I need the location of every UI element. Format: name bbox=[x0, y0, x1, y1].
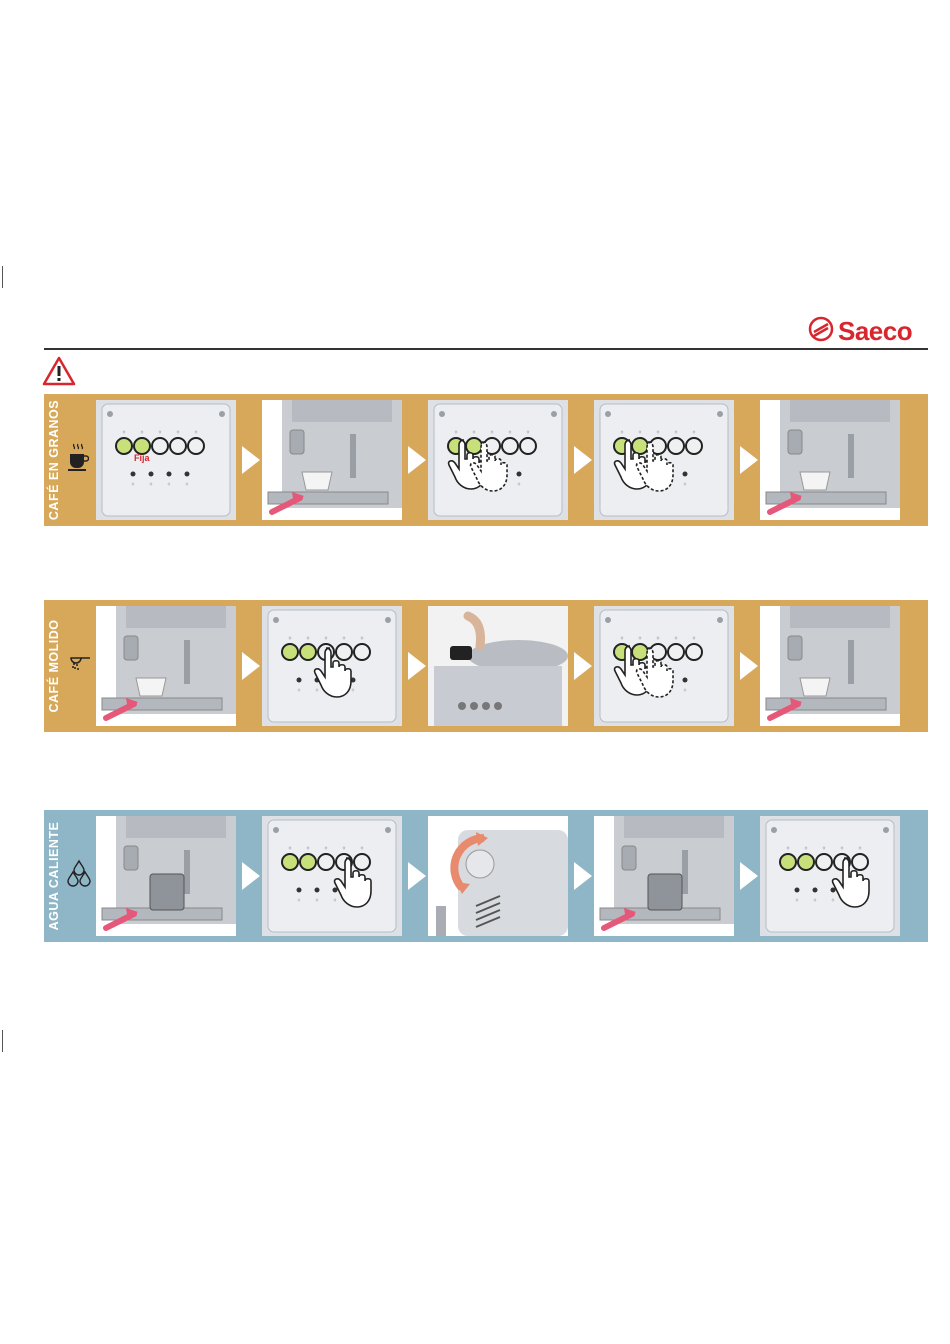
svg-text:◦: ◦ bbox=[176, 428, 181, 437]
warning-triangle-icon bbox=[42, 356, 76, 391]
section-cafe-en-granos: CAFÉ EN GRANOS Fija ◦ ◦ ◦ ◦ ◦ ◦ ◦ ◦ ◦ ◦ ◦ ◦ ◦ ◦ ◦ ◦ ◦ ◦ ◦… bbox=[44, 394, 928, 526]
step-arrow-icon bbox=[740, 652, 758, 680]
step-machine bbox=[760, 400, 900, 520]
step-panel: ◦◦◦◦◦◦◦◦◦ bbox=[262, 606, 402, 726]
step-panel: ◦◦◦◦◦◦◦◦◦ bbox=[594, 400, 734, 520]
svg-text:◦: ◦ bbox=[306, 634, 311, 643]
svg-text:◦: ◦ bbox=[822, 844, 827, 853]
step-arrow-icon bbox=[574, 652, 592, 680]
svg-text:◦: ◦ bbox=[620, 428, 625, 437]
step-panel: ◦◦◦◦◦◦◦◦◦ bbox=[428, 400, 568, 520]
step-arrow-icon bbox=[242, 652, 260, 680]
step-panel: ◦◦◦◦◦◦◦◦◦ bbox=[262, 816, 402, 936]
svg-text:◦: ◦ bbox=[683, 480, 688, 489]
svg-text:◦: ◦ bbox=[858, 844, 863, 853]
saeco-logo-icon bbox=[808, 316, 834, 342]
step-arrow-icon bbox=[740, 446, 758, 474]
step-panel: ◦◦◦◦◦◦◦◦◦ bbox=[594, 606, 734, 726]
svg-text:◦: ◦ bbox=[656, 428, 661, 437]
svg-text:◦: ◦ bbox=[167, 480, 172, 489]
svg-text:◦: ◦ bbox=[813, 896, 818, 905]
svg-text:◦: ◦ bbox=[638, 428, 643, 437]
svg-text:◦: ◦ bbox=[342, 634, 347, 643]
svg-text:◦: ◦ bbox=[158, 428, 163, 437]
svg-text:◦: ◦ bbox=[490, 428, 495, 437]
svg-text:◦: ◦ bbox=[140, 428, 145, 437]
step-machine bbox=[760, 606, 900, 726]
step-machine bbox=[262, 400, 402, 520]
ground-coffee-scoop-icon bbox=[64, 600, 92, 732]
svg-text:◦: ◦ bbox=[333, 896, 338, 905]
svg-text:◦: ◦ bbox=[351, 686, 356, 695]
svg-text:◦: ◦ bbox=[194, 428, 199, 437]
crop-mark bbox=[2, 1030, 3, 1052]
step-photo-add-ground bbox=[428, 606, 568, 726]
step-arrow-icon bbox=[740, 862, 758, 890]
svg-text:◦: ◦ bbox=[517, 480, 522, 489]
coffee-cup-icon bbox=[64, 394, 92, 526]
step-arrow-icon bbox=[408, 446, 426, 474]
svg-text:◦: ◦ bbox=[840, 844, 845, 853]
section-label: CAFÉ EN GRANOS bbox=[44, 394, 64, 526]
brand-logo: Saeco bbox=[808, 314, 928, 348]
svg-text:◦: ◦ bbox=[342, 844, 347, 853]
section-label: CAFÉ MOLIDO bbox=[44, 600, 64, 732]
svg-text:◦: ◦ bbox=[831, 896, 836, 905]
svg-text:◦: ◦ bbox=[360, 844, 365, 853]
svg-text:◦: ◦ bbox=[472, 428, 477, 437]
step-panel: Fija ◦ ◦ ◦ ◦ ◦ ◦ ◦ ◦ ◦ bbox=[96, 400, 236, 520]
svg-text:◦: ◦ bbox=[122, 428, 127, 437]
section-cafe-molido: CAFÉ MOLIDO ◦◦◦◦◦◦◦◦◦ ◦◦◦◦◦◦◦◦◦ bbox=[44, 600, 928, 732]
svg-text:◦: ◦ bbox=[526, 428, 531, 437]
svg-text:◦: ◦ bbox=[306, 844, 311, 853]
svg-text:◦: ◦ bbox=[131, 480, 136, 489]
svg-text:◦: ◦ bbox=[786, 844, 791, 853]
section-agua-caliente: AGUA CALIENTE ◦◦◦◦◦◦◦◦◦ ◦◦◦◦◦◦◦◦◦ bbox=[44, 810, 928, 942]
svg-text:◦: ◦ bbox=[508, 428, 513, 437]
svg-text:◦: ◦ bbox=[620, 634, 625, 643]
svg-text:◦: ◦ bbox=[674, 428, 679, 437]
svg-text:◦: ◦ bbox=[315, 896, 320, 905]
svg-text:◦: ◦ bbox=[288, 634, 293, 643]
svg-text:◦: ◦ bbox=[692, 428, 697, 437]
header-rule bbox=[44, 348, 928, 350]
svg-text:◦: ◦ bbox=[185, 480, 190, 489]
svg-text:◦: ◦ bbox=[795, 896, 800, 905]
step-arrow-icon bbox=[574, 446, 592, 474]
step-arrow-icon bbox=[408, 862, 426, 890]
svg-text:◦: ◦ bbox=[324, 844, 329, 853]
svg-text:◦: ◦ bbox=[324, 634, 329, 643]
step-arrow-icon bbox=[408, 652, 426, 680]
section-label: AGUA CALIENTE bbox=[44, 810, 64, 942]
svg-text:◦: ◦ bbox=[638, 634, 643, 643]
svg-text:◦: ◦ bbox=[656, 634, 661, 643]
step-arrow-icon bbox=[242, 446, 260, 474]
step-machine bbox=[594, 816, 734, 936]
svg-text:◦: ◦ bbox=[315, 686, 320, 695]
svg-text:◦: ◦ bbox=[674, 634, 679, 643]
crop-mark bbox=[2, 266, 3, 288]
water-drops-icon bbox=[64, 810, 92, 942]
svg-text:◦: ◦ bbox=[692, 634, 697, 643]
fija-note: Fija bbox=[134, 453, 150, 463]
svg-text:◦: ◦ bbox=[804, 844, 809, 853]
svg-text:◦: ◦ bbox=[288, 844, 293, 853]
svg-text:◦: ◦ bbox=[297, 896, 302, 905]
svg-text:◦: ◦ bbox=[360, 634, 365, 643]
step-photo-turn-knob bbox=[428, 816, 568, 936]
svg-text:◦: ◦ bbox=[149, 480, 154, 489]
step-machine bbox=[96, 606, 236, 726]
step-panel: ◦◦◦◦◦◦◦◦◦ bbox=[760, 816, 900, 936]
svg-text:◦: ◦ bbox=[297, 686, 302, 695]
svg-text:◦: ◦ bbox=[454, 428, 459, 437]
brand-name: Saeco bbox=[838, 316, 912, 347]
step-machine bbox=[96, 816, 236, 936]
svg-text:◦: ◦ bbox=[683, 686, 688, 695]
step-arrow-icon bbox=[242, 862, 260, 890]
step-arrow-icon bbox=[574, 862, 592, 890]
